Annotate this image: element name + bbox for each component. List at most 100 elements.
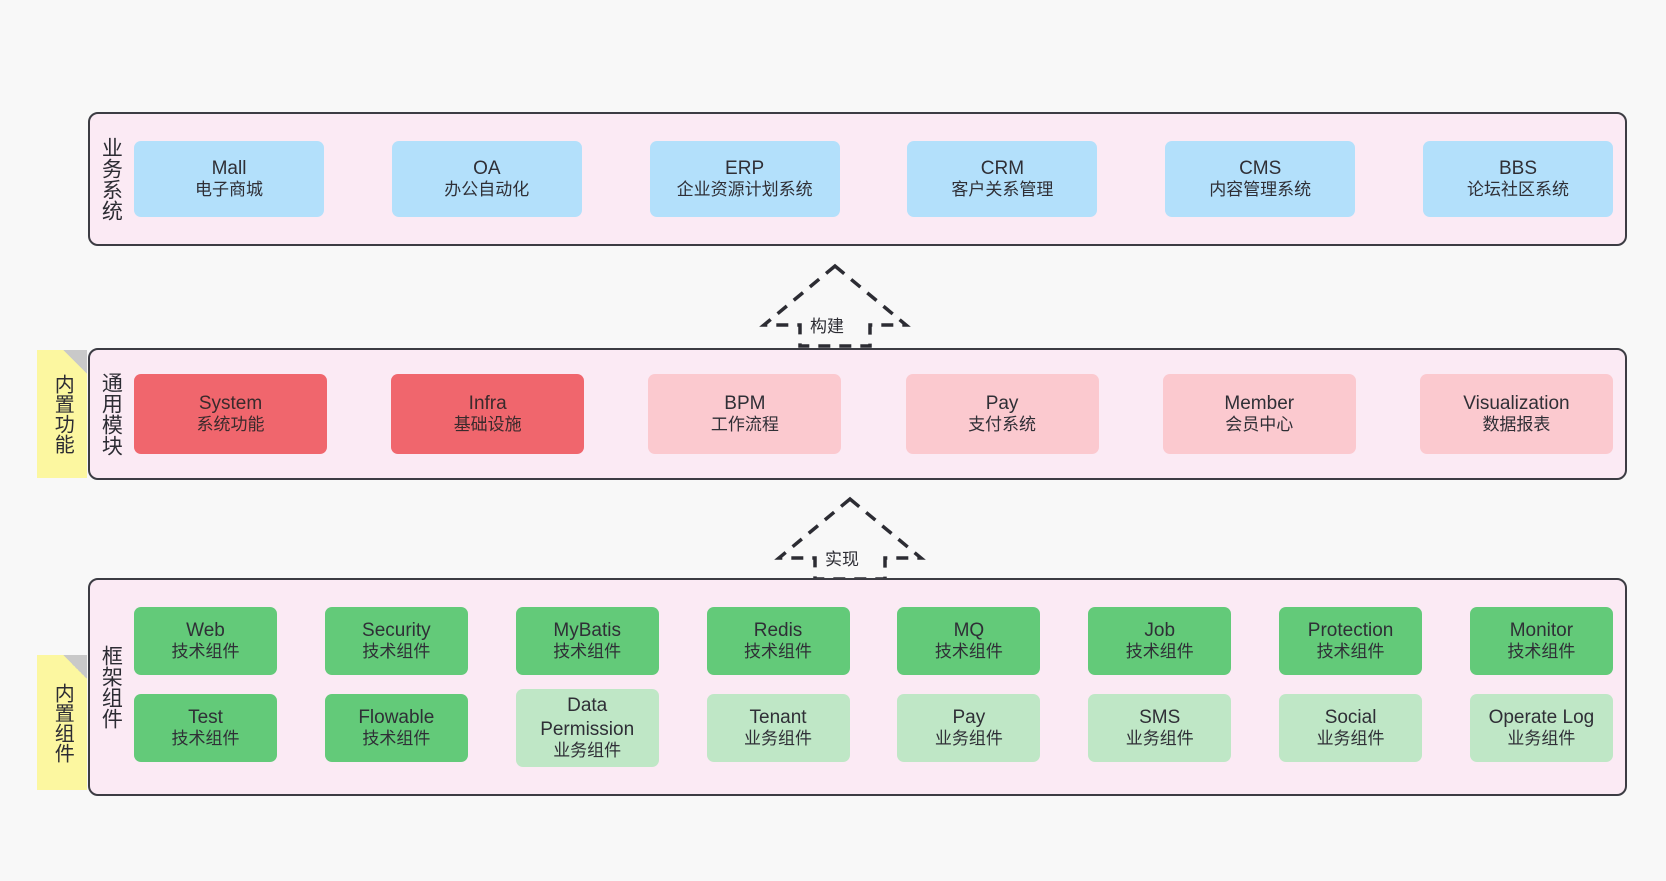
layer-body-common-modules: System 系统功能 Infra 基础设施 BPM 工作流程 Pay 支付系统…	[130, 350, 1625, 478]
business-box-oa[interactable]: OA 办公自动化	[391, 141, 582, 217]
box-subtitle: 技术组件	[744, 642, 813, 662]
business-box-erp[interactable]: ERP 企业资源计划系统	[649, 141, 840, 217]
layer-title-business-system: 业务系统	[99, 137, 123, 221]
framework-box-test[interactable]: Test 技术组件	[134, 694, 277, 762]
framework-box-mybatis[interactable]: MyBatis 技术组件	[515, 607, 659, 675]
box-subtitle: 数据报表	[1482, 415, 1551, 435]
box-subtitle: 内容管理系统	[1209, 180, 1312, 200]
box-subtitle: 技术组件	[1316, 642, 1385, 662]
framework-box-job[interactable]: Job 技术组件	[1088, 607, 1232, 675]
arrow-build: 构建	[759, 262, 911, 350]
box-title: BBS	[1498, 158, 1537, 180]
box-subtitle: 技术组件	[553, 642, 622, 662]
box-subtitle: 技术组件	[934, 642, 1003, 662]
layer-business-system: 业务系统 Mall 电子商城 OA 办公自动化 ERP 企业资源计划系统 CRM…	[88, 112, 1627, 246]
framework-box-security[interactable]: Security 技术组件	[324, 607, 468, 675]
sticky-note-label: 内置组件	[51, 682, 74, 763]
box-title: ERP	[725, 158, 765, 180]
box-title: Visualization	[1463, 393, 1570, 415]
box-title: Tenant	[749, 707, 807, 729]
box-subtitle: 业务组件	[744, 729, 813, 749]
framework-box-web[interactable]: Web 技术组件	[134, 607, 277, 675]
box-subtitle: 企业资源计划系统	[676, 180, 813, 200]
box-title: Mall	[211, 158, 247, 180]
business-box-cms[interactable]: CMS 内容管理系统	[1165, 141, 1356, 217]
business-box-crm[interactable]: CRM 客户关系管理	[907, 141, 1098, 217]
box-title: Member	[1224, 393, 1295, 415]
framework-box-operate-log[interactable]: Operate Log 业务组件	[1469, 694, 1613, 762]
layer-title-framework-components: 框架组件	[99, 645, 123, 729]
framework-row-technical: Web 技术组件 Security 技术组件 MyBatis 技术组件 Redi…	[134, 607, 1613, 675]
sticky-note-builtin-components: 内置组件	[37, 655, 87, 790]
framework-box-mq[interactable]: MQ 技术组件	[897, 607, 1041, 675]
box-subtitle: 业务组件	[553, 740, 622, 760]
box-subtitle: 技术组件	[1125, 642, 1194, 662]
framework-box-monitor[interactable]: Monitor 技术组件	[1469, 607, 1613, 675]
sticky-note-builtin-features: 内置功能	[37, 350, 87, 478]
box-subtitle: 客户关系管理	[951, 180, 1054, 200]
box-subtitle: 技术组件	[1507, 642, 1576, 662]
box-title: Flowable	[358, 707, 435, 729]
box-title: Job	[1144, 620, 1176, 642]
box-title: Social	[1324, 707, 1377, 729]
box-subtitle: 基础设施	[453, 415, 522, 435]
box-subtitle: 会员中心	[1225, 415, 1294, 435]
layer-body-business-system: Mall 电子商城 OA 办公自动化 ERP 企业资源计划系统 CRM 客户关系…	[130, 114, 1625, 244]
box-title: MyBatis	[553, 620, 621, 642]
module-box-infra[interactable]: Infra 基础设施	[391, 374, 585, 454]
arrow-implement: 实现	[774, 495, 926, 583]
note-fold-corner	[63, 655, 87, 679]
module-box-visualization[interactable]: Visualization 数据报表	[1419, 374, 1613, 454]
box-title: Monitor	[1509, 620, 1574, 642]
box-subtitle: 技术组件	[362, 642, 431, 662]
layer-body-framework-components: Web 技术组件 Security 技术组件 MyBatis 技术组件 Redi…	[130, 580, 1625, 794]
box-title: MQ	[953, 620, 985, 642]
arrow-implement-label: 实现	[823, 545, 861, 570]
box-title: CRM	[980, 158, 1025, 180]
box-subtitle: 技术组件	[171, 729, 240, 749]
module-box-member[interactable]: Member 会员中心	[1162, 374, 1356, 454]
box-subtitle: 业务组件	[1125, 729, 1194, 749]
business-box-mall[interactable]: Mall 电子商城	[134, 141, 324, 217]
note-fold-corner	[63, 350, 87, 374]
box-title: BPM	[724, 393, 766, 415]
box-subtitle: 业务组件	[1507, 729, 1576, 749]
box-subtitle: 电子商城	[195, 180, 263, 200]
module-box-bpm[interactable]: BPM 工作流程	[648, 374, 842, 454]
box-subtitle: 技术组件	[362, 729, 431, 749]
box-title: System	[198, 393, 263, 415]
framework-box-flowable[interactable]: Flowable 技术组件	[324, 694, 468, 762]
box-subtitle: 技术组件	[171, 642, 240, 662]
framework-box-tenant[interactable]: Tenant 业务组件	[706, 694, 850, 762]
layer-title-common-modules: 通用模块	[99, 372, 123, 456]
framework-box-data-permission[interactable]: Data Permission 业务组件	[515, 689, 659, 767]
module-box-pay[interactable]: Pay 支付系统	[905, 374, 1099, 454]
box-title: Security	[362, 620, 431, 642]
framework-box-redis[interactable]: Redis 技术组件	[706, 607, 850, 675]
box-title: Infra	[468, 393, 507, 415]
box-title: Pay	[952, 707, 986, 729]
module-box-system[interactable]: System 系统功能	[134, 374, 327, 454]
box-title: Data Permission	[540, 695, 635, 740]
framework-box-sms[interactable]: SMS 业务组件	[1088, 694, 1232, 762]
layer-common-modules: 通用模块 System 系统功能 Infra 基础设施 BPM 工作流程 Pay…	[88, 348, 1627, 480]
box-title: CMS	[1239, 158, 1282, 180]
sticky-note-label: 内置功能	[51, 374, 74, 454]
framework-box-protection[interactable]: Protection 技术组件	[1279, 607, 1423, 675]
box-subtitle: 论坛社区系统	[1466, 180, 1569, 200]
box-title: Operate Log	[1488, 707, 1595, 729]
arrow-build-label: 构建	[808, 312, 846, 337]
box-title: OA	[473, 158, 501, 180]
box-title: Test	[188, 707, 223, 729]
business-box-bbs[interactable]: BBS 论坛社区系统	[1422, 141, 1613, 217]
layer-framework-components: 框架组件 Web 技术组件 Security 技术组件 MyBatis 技术组件…	[88, 578, 1627, 796]
box-subtitle: 办公自动化	[444, 180, 530, 200]
box-subtitle: 工作流程	[710, 415, 779, 435]
box-title: Pay	[985, 393, 1019, 415]
framework-box-social[interactable]: Social 业务组件	[1279, 694, 1423, 762]
box-subtitle: 业务组件	[1316, 729, 1385, 749]
framework-box-pay[interactable]: Pay 业务组件	[897, 694, 1041, 762]
box-title: Web	[186, 620, 225, 642]
box-subtitle: 业务组件	[934, 729, 1003, 749]
